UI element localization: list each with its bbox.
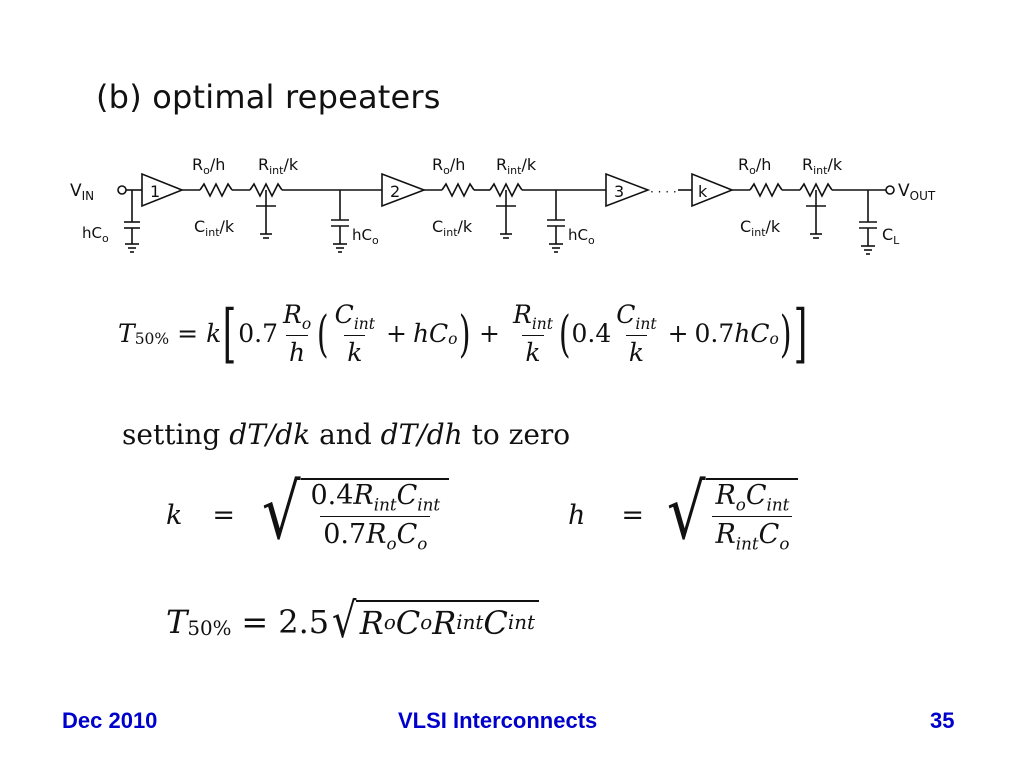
ro-h-label-2: Ro/h [432, 155, 465, 177]
cint-k-label-1: Cint/k [194, 217, 235, 239]
cl-label: CL [882, 225, 900, 247]
input-hco-label: hCo [82, 224, 109, 245]
setting-derivatives-text: setting dT/dk and dT/dh to zero [122, 418, 571, 451]
cint-k-label-k: Cint/k [740, 217, 781, 239]
vout-label: VOUT [898, 181, 936, 203]
stage-label-3: 3 [614, 182, 624, 201]
rint-k-label-k: Rint/k [802, 155, 843, 177]
ro-h-label-1: Ro/h [192, 155, 225, 177]
rint-k-label-1: Rint/k [258, 155, 299, 177]
hco-label-2: hCo [568, 226, 595, 247]
slide-heading: (b) optimal repeaters [96, 78, 441, 116]
stage-label-2: 2 [390, 182, 400, 201]
rint-k-label-2: Rint/k [496, 155, 537, 177]
stage-label-k: k [698, 182, 708, 201]
cint-k-label-2: Cint/k [432, 217, 473, 239]
vin-label: VIN [70, 181, 94, 203]
hco-label-1: hCo [352, 226, 379, 247]
ro-h-label-k: Ro/h [738, 155, 771, 177]
footer-title: VLSI Interconnects [398, 708, 598, 733]
footer-page-number: 35 [930, 708, 955, 733]
repeater-circuit-diagram: 1 2 3 k · · · · VIN hCo Ro/h Rint/k Cint… [70, 155, 936, 255]
stage-label-1: 1 [150, 182, 160, 201]
footer-date: Dec 2010 [62, 708, 158, 733]
ellipsis: · · · · [650, 185, 677, 199]
